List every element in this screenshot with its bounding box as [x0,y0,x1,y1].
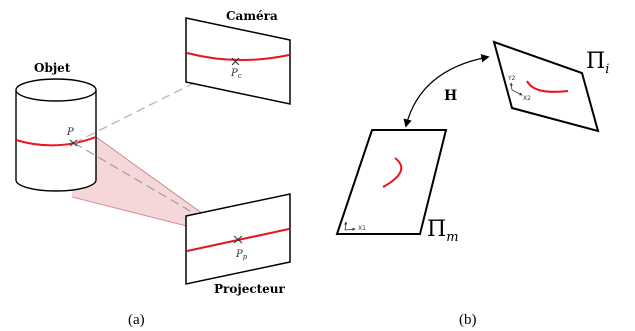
projector-label: Projecteur [214,282,286,296]
projector-plane: Pp [185,193,291,285]
axis-y2-label: Y2 [507,75,516,82]
homography-arrow [403,54,490,128]
panel-b: X1 Πm Y2 X2 Πi H (b) [335,40,609,328]
point-p-marker [69,139,78,147]
plane-i-label: Πi [586,49,609,77]
plane-i-red-arc [526,80,569,93]
camera-ray [73,61,237,144]
object-label: Objet [34,61,71,75]
point-pp-label: Pp [235,249,248,261]
plane-pi-i: Y2 X2 [492,40,600,133]
plane-m-label: Πm [427,217,459,245]
plane-pi-m: X1 [335,129,448,235]
camera-label: Caméra [226,9,278,23]
axis-x2-label: X2 [523,95,531,102]
caption-b: (b) [459,312,477,328]
point-pc-marker [231,57,240,66]
point-pp-marker [233,235,243,244]
plane-m-red-arc [382,157,403,188]
caption-a: (a) [128,312,145,328]
point-pc-label: Pc [230,68,242,80]
homography-label: H [444,88,457,104]
axis-y1-arrow [344,221,348,231]
point-p-label: P [66,127,74,138]
cylinder-object [15,78,97,192]
axis-y2-arrow [509,82,513,91]
axis-x1-label: X1 [358,225,366,232]
axis-x2-arrow [511,89,523,96]
object-red-curve [15,136,97,147]
camera-plane: Pc [185,17,291,105]
axis-x1-arrow [344,227,356,231]
panel-a: P Pc Caméra Pp Projecteur Objet (a) [15,9,291,328]
